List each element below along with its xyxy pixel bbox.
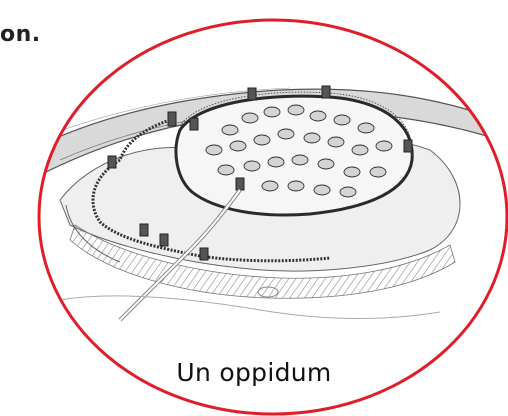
heading-fragment: on.: [0, 22, 41, 47]
towers: [107, 85, 413, 261]
red-oval-frame: [37, 18, 508, 416]
landscape: [39, 85, 501, 322]
huts: [205, 104, 393, 198]
illustration-caption: Un oppidum: [176, 358, 332, 387]
